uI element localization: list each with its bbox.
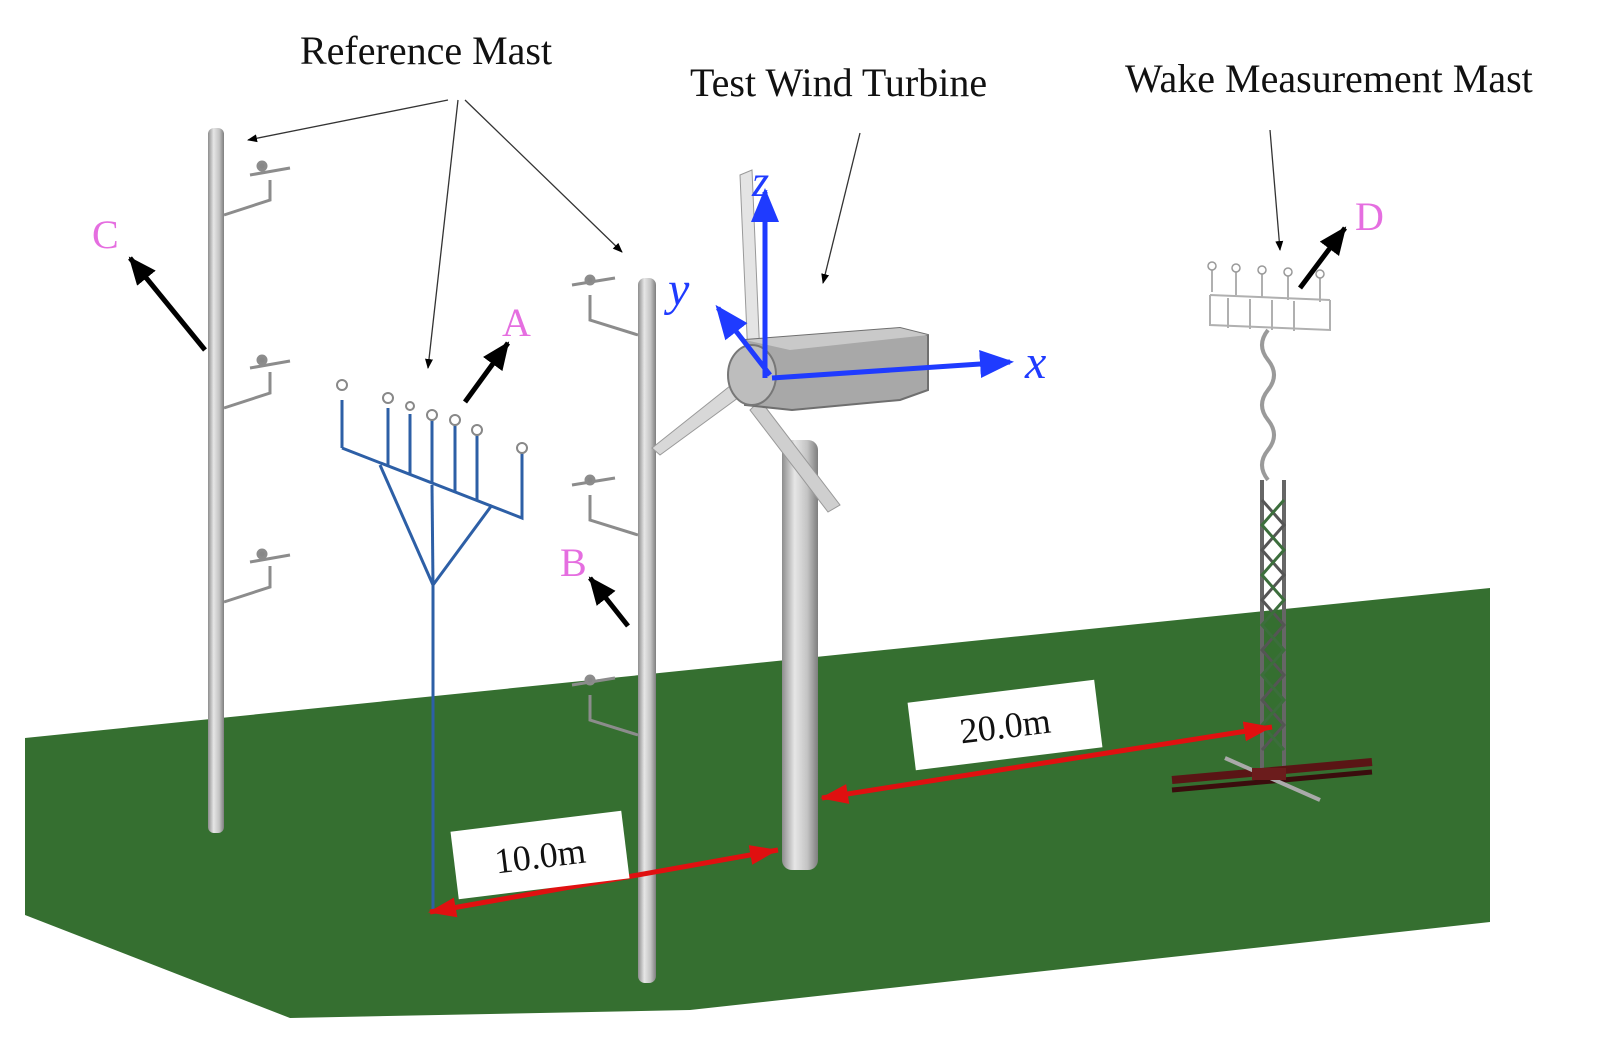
test-wind-turbine-label: Test Wind Turbine xyxy=(690,60,987,105)
dimension-box-10m xyxy=(450,810,630,900)
point-label-a: A xyxy=(502,300,531,345)
wake-measurement-mast xyxy=(1171,261,1373,802)
wake-measurement-mast-label: Wake Measurement Mast xyxy=(1125,56,1533,101)
x-axis-arrow xyxy=(771,350,1014,381)
z-axis-label: z xyxy=(751,157,769,206)
test-wind-turbine xyxy=(651,169,929,870)
point-label-c: C xyxy=(92,212,119,257)
leader-lines xyxy=(247,99,1284,369)
sensor-boom xyxy=(223,160,291,604)
pointer-arrow-b xyxy=(588,576,630,628)
sensor-heads-a xyxy=(336,379,528,454)
ground-plane xyxy=(25,588,1490,1018)
y-axis-label: y xyxy=(663,263,690,316)
distance-dimensions: 10.0m 20.0m xyxy=(428,679,1273,918)
pointer-arrow-c xyxy=(128,256,207,352)
dimension-box-20m xyxy=(907,679,1103,771)
point-label-b: B xyxy=(560,540,587,585)
pointer-arrow-a xyxy=(462,341,511,404)
pointer-arrows xyxy=(128,226,1347,628)
coordinate-axes: z y x xyxy=(663,157,1046,389)
x-axis-label: x xyxy=(1024,336,1046,389)
reference-mast-c xyxy=(208,128,291,833)
reference-mast-label: Reference Mast xyxy=(300,28,552,73)
y-axis-arrow xyxy=(715,304,772,377)
reference-mast-b xyxy=(571,274,656,983)
dimension-line-20m xyxy=(820,721,1273,804)
point-label-d: D xyxy=(1355,194,1384,239)
pointer-arrow-d xyxy=(1298,226,1347,290)
